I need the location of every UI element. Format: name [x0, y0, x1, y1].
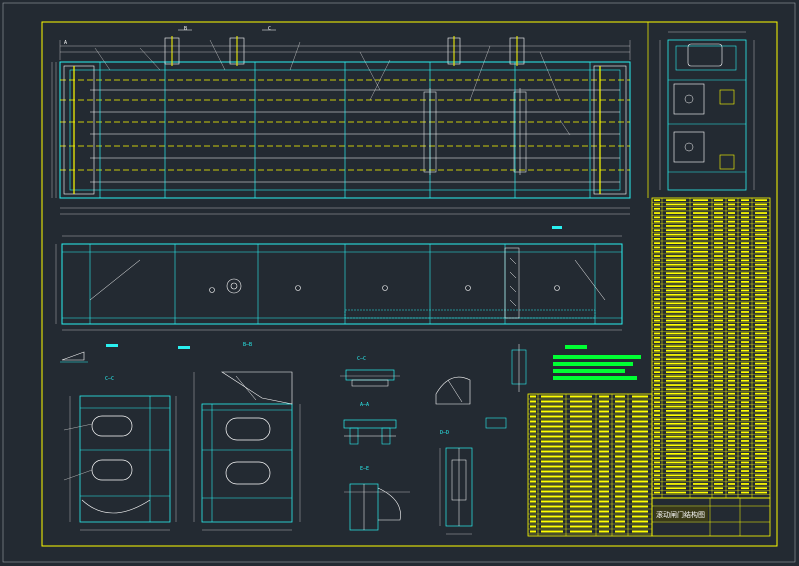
section-b-b-view: B—B — [193, 342, 301, 531]
technical-notes — [553, 345, 641, 380]
section-cc-small-label: C—C — [357, 356, 366, 362]
section-e-e-label: E—E — [360, 466, 369, 472]
drawing-frame — [41, 21, 778, 547]
section-c-c-label: C—C — [105, 376, 114, 382]
section-c-c-view: C—C — [63, 376, 177, 531]
section-mark-c: C — [268, 26, 271, 32]
detail-view-arc — [435, 344, 527, 429]
section-a-a-label: A—A — [360, 402, 369, 408]
lower-parts-table — [527, 393, 653, 537]
section-mark-a: A — [64, 40, 67, 46]
drawing-title: 滚动闸门结构图 — [656, 510, 705, 519]
plan-view — [55, 235, 623, 331]
parts-list-table — [651, 197, 771, 499]
side-view — [659, 31, 755, 191]
section-c-c-small-view: C—C — [340, 356, 400, 387]
section-d-d-view: D—D — [439, 430, 473, 535]
section-d-d-label: D—D — [440, 430, 449, 436]
section-mark-b: B — [184, 26, 187, 32]
section-e-e-view: E—E — [344, 466, 410, 531]
weld-detail-symbol — [60, 226, 562, 363]
title-block: 滚动闸门结构图 — [651, 497, 771, 537]
main-elevation-view: A C B — [51, 26, 631, 215]
section-b-b-label: B—B — [243, 342, 252, 348]
section-a-a-view: A—A — [343, 402, 397, 445]
